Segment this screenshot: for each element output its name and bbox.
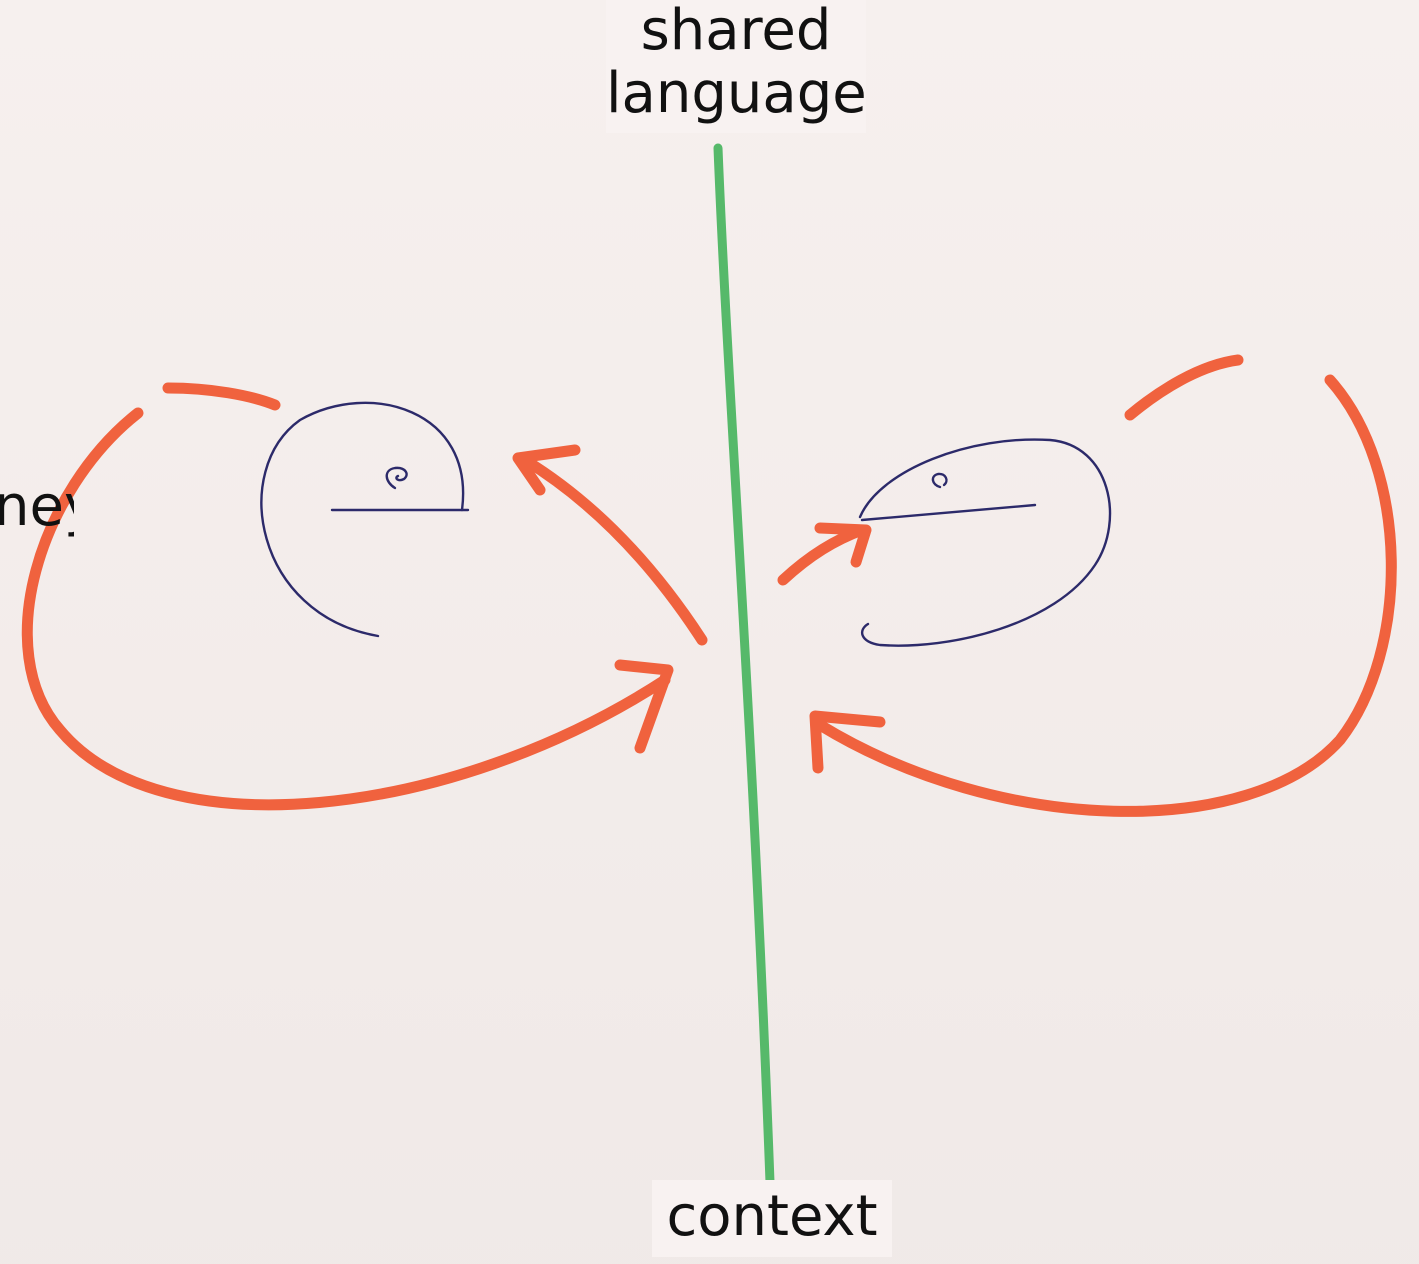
right-small-arrowhead — [814, 522, 872, 568]
left-upward-arrow — [519, 454, 708, 646]
left-feedback-loop — [21, 382, 708, 811]
left-upward-arrowhead — [512, 444, 581, 496]
right-eye — [931, 472, 948, 489]
shared-language-label: shared language — [606, 0, 867, 134]
left-loop-arrowhead — [614, 659, 674, 754]
left-head — [260, 401, 470, 638]
right-feedback-loop — [777, 354, 1397, 817]
partial-left-label: ney — [0, 476, 74, 539]
shared-language-divider-line — [713, 143, 775, 1187]
right-mouth — [860, 503, 1037, 522]
right-head — [858, 438, 1112, 647]
right-loop-arrowhead — [809, 710, 886, 774]
left-eye — [385, 466, 408, 490]
context-label: context — [652, 1180, 892, 1257]
right-small-arrow — [777, 524, 868, 586]
shared-label-line2: language — [606, 60, 867, 126]
shared-label-line1: shared — [640, 0, 832, 63]
